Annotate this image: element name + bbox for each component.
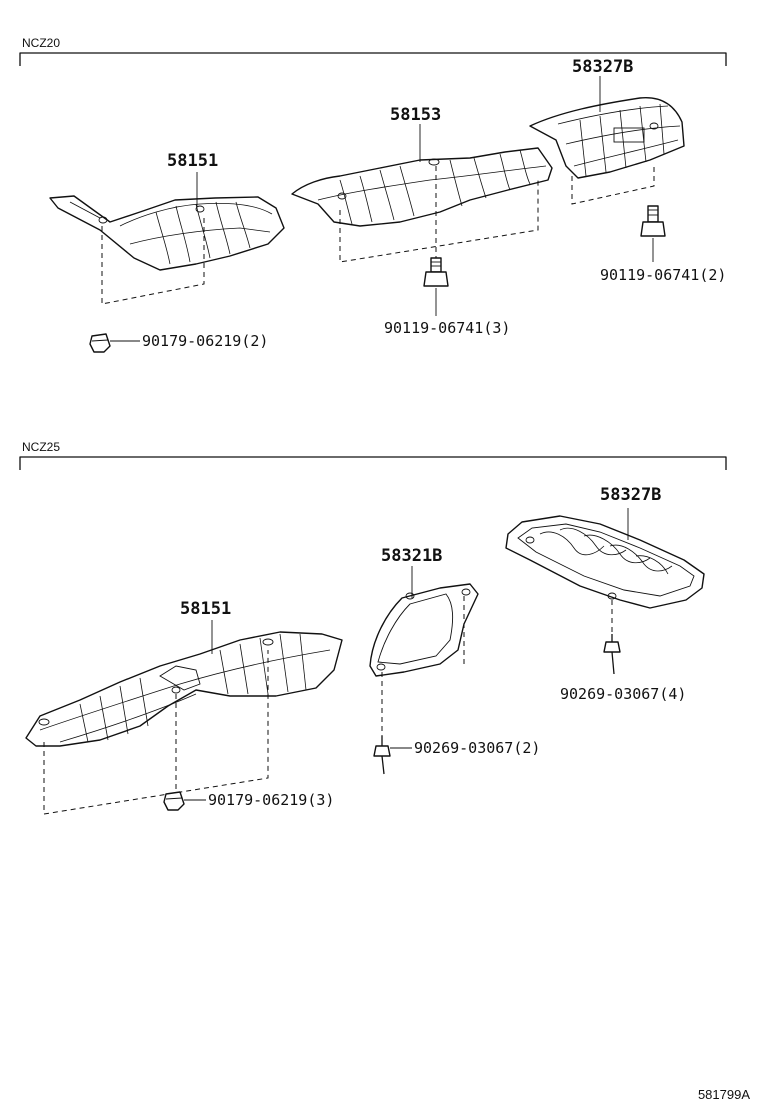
fastener-label: 90179-06219(2) bbox=[142, 332, 268, 350]
nut-icon bbox=[89, 333, 111, 353]
part-number-label: 58327B bbox=[600, 485, 661, 505]
dashed-leader bbox=[101, 214, 205, 305]
nut-icon bbox=[163, 791, 185, 811]
bolt-icon bbox=[640, 205, 666, 237]
fastener-label: 90269-03067(4) bbox=[560, 685, 686, 703]
clip-icon bbox=[603, 634, 621, 675]
part-number-label: 58321B bbox=[381, 546, 442, 566]
section-ncz20: NCZ20 58151 90179-06219(2) bbox=[19, 36, 727, 353]
heat-shield-58321b-ncz25 bbox=[369, 583, 479, 677]
part-number-label: 58327B bbox=[572, 57, 633, 77]
bolt-icon bbox=[423, 257, 449, 287]
section-label-ncz25: NCZ25 bbox=[22, 440, 60, 454]
part-number-label: 58153 bbox=[390, 105, 441, 125]
diagram-code: 581799A bbox=[698, 1087, 750, 1102]
dashed-leader bbox=[43, 650, 269, 815]
section-ncz25: NCZ25 58151 901 bbox=[19, 440, 727, 815]
fastener-label: 90269-03067(2) bbox=[414, 739, 540, 757]
part-number-label: 58151 bbox=[180, 599, 231, 619]
heat-shield-58151-ncz25 bbox=[25, 631, 343, 747]
section-bracket-ncz20 bbox=[19, 52, 727, 66]
heat-shield-58327b-ncz20 bbox=[529, 97, 685, 179]
clip-icon bbox=[373, 736, 391, 775]
dashed-leader bbox=[571, 164, 655, 205]
section-bracket-ncz25 bbox=[19, 456, 727, 470]
heat-shield-58151-ncz20 bbox=[49, 195, 285, 271]
part-number-label: 58151 bbox=[167, 151, 218, 171]
heat-shield-58327b-ncz25 bbox=[505, 515, 705, 609]
fastener-label: 90179-06219(3) bbox=[208, 791, 334, 809]
heat-shield-58153-ncz20 bbox=[291, 147, 553, 227]
fastener-label: 90119-06741(2) bbox=[600, 266, 726, 284]
fastener-label: 90119-06741(3) bbox=[384, 319, 510, 337]
section-label-ncz20: NCZ20 bbox=[22, 36, 60, 50]
